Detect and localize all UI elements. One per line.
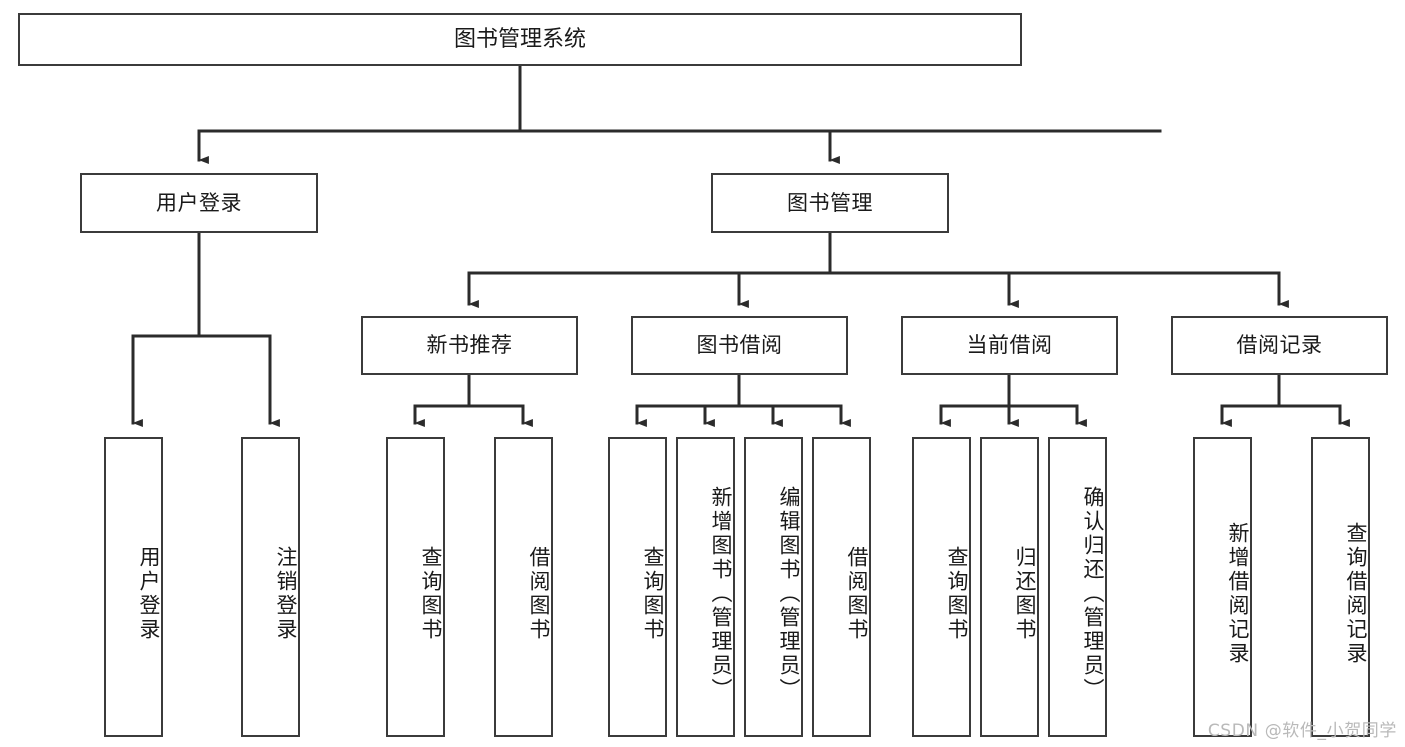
node-leaf-edit-book-label: 编辑图书（管理员） [777, 486, 801, 702]
node-new-book-recommend[interactable]: 新书推荐 [361, 316, 578, 375]
node-leaf-user-login-label: 用户登录 [137, 546, 161, 642]
node-leaf-borrow-book-1[interactable]: 借阅图书 [494, 437, 553, 737]
node-leaf-confirm-return-label: 确认归还（管理员） [1081, 486, 1105, 702]
node-new-book-recommend-label: 新书推荐 [426, 333, 513, 358]
node-leaf-query-record[interactable]: 查询借阅记录 [1311, 437, 1370, 737]
node-current-borrow[interactable]: 当前借阅 [901, 316, 1118, 375]
node-leaf-add-record[interactable]: 新增借阅记录 [1193, 437, 1252, 737]
node-leaf-query-book-3[interactable]: 查询图书 [912, 437, 971, 737]
node-leaf-query-record-label: 查询借阅记录 [1344, 522, 1368, 666]
node-book-borrow[interactable]: 图书借阅 [631, 316, 848, 375]
node-leaf-user-logout-label: 注销登录 [274, 546, 298, 642]
node-leaf-query-book-3-label: 查询图书 [945, 546, 969, 642]
node-leaf-borrow-book-2-label: 借阅图书 [845, 546, 869, 642]
node-book-manage-label: 图书管理 [787, 190, 873, 215]
node-user-login-label: 用户登录 [156, 190, 242, 215]
node-leaf-add-book[interactable]: 新增图书（管理员） [676, 437, 735, 737]
node-root-label: 图书管理系统 [453, 26, 586, 52]
node-leaf-return-book-label: 归还图书 [1013, 546, 1037, 642]
csdn-watermark: CSDN @软件_小贺同学 [1207, 721, 1397, 741]
node-leaf-return-book[interactable]: 归还图书 [980, 437, 1039, 737]
node-leaf-query-book-2[interactable]: 查询图书 [608, 437, 667, 737]
node-borrow-record-label: 借阅记录 [1236, 333, 1323, 358]
node-leaf-borrow-book-1-label: 借阅图书 [527, 546, 551, 642]
node-current-borrow-label: 当前借阅 [966, 333, 1053, 358]
node-root[interactable]: 图书管理系统 [18, 13, 1022, 66]
node-book-manage[interactable]: 图书管理 [711, 173, 949, 233]
node-leaf-add-record-label: 新增借阅记录 [1226, 522, 1250, 666]
node-leaf-confirm-return[interactable]: 确认归还（管理员） [1048, 437, 1107, 737]
node-book-borrow-label: 图书借阅 [696, 333, 783, 358]
node-leaf-user-logout[interactable]: 注销登录 [241, 437, 300, 737]
node-borrow-record[interactable]: 借阅记录 [1171, 316, 1388, 375]
node-leaf-borrow-book-2[interactable]: 借阅图书 [812, 437, 871, 737]
node-leaf-edit-book[interactable]: 编辑图书（管理员） [744, 437, 803, 737]
node-leaf-query-book-1[interactable]: 查询图书 [386, 437, 445, 737]
node-leaf-add-book-label: 新增图书（管理员） [709, 486, 733, 702]
node-leaf-query-book-1-label: 查询图书 [419, 546, 443, 642]
node-leaf-query-book-2-label: 查询图书 [641, 546, 665, 642]
node-leaf-user-login[interactable]: 用户登录 [104, 437, 163, 737]
node-user-login[interactable]: 用户登录 [80, 173, 318, 233]
